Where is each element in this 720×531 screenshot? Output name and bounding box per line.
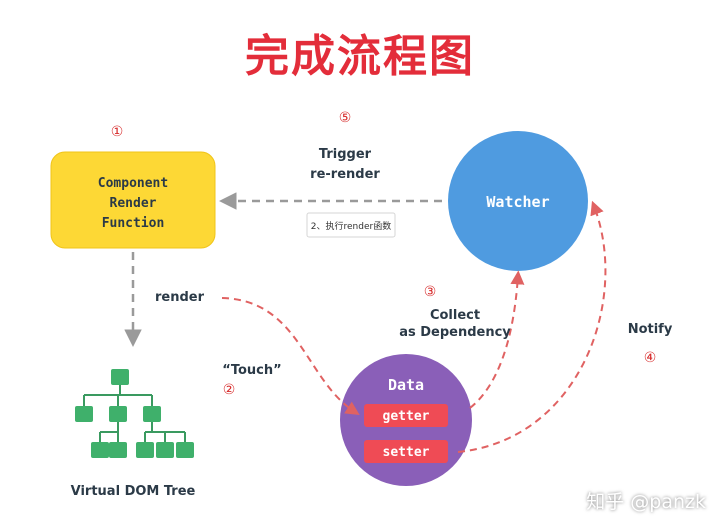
- getter-label: getter: [383, 409, 430, 424]
- render-function-line2: Render: [110, 196, 157, 211]
- page-title: 完成流程图: [245, 31, 475, 82]
- vdom-tree-icon: [83, 380, 186, 444]
- collect-line1: Collect: [430, 308, 480, 323]
- render-function-line3: Function: [102, 216, 165, 231]
- watcher-node: Watcher: [448, 131, 588, 271]
- trigger-line2: re-render: [310, 167, 380, 182]
- step-five: ⑤: [339, 110, 352, 126]
- watcher-label: Watcher: [486, 193, 549, 211]
- step-one: ①: [111, 124, 124, 140]
- setter-label: setter: [383, 445, 430, 460]
- step-three: ③: [424, 284, 437, 300]
- step-four: ④: [644, 350, 657, 366]
- vdom-label: Virtual DOM Tree: [71, 484, 196, 499]
- note-text: 2、执行render函数: [311, 220, 391, 232]
- render-function-box: Component Render Function: [50, 151, 216, 249]
- notify-arrow: [457, 200, 607, 453]
- setter-pill: [364, 440, 448, 463]
- render-function-line1: Component: [98, 176, 168, 191]
- vdom-tree-nodes: [75, 369, 194, 458]
- note-box: 2、执行render函数: [306, 212, 396, 238]
- render-label: render: [155, 290, 205, 305]
- getter-pill: [364, 404, 448, 427]
- touch-arrow: [221, 297, 360, 416]
- step-two: ②: [223, 382, 236, 398]
- data-label: Data: [388, 376, 424, 394]
- trigger-line1: Trigger: [319, 147, 372, 162]
- data-node: Data getter setter: [340, 354, 472, 486]
- collect-arrow: [469, 270, 525, 409]
- touch-label: “Touch”: [222, 363, 281, 378]
- notify-label: Notify: [628, 322, 673, 337]
- collect-line2: as Dependency: [399, 325, 511, 340]
- watermark: 知乎 @panzk: [586, 491, 706, 513]
